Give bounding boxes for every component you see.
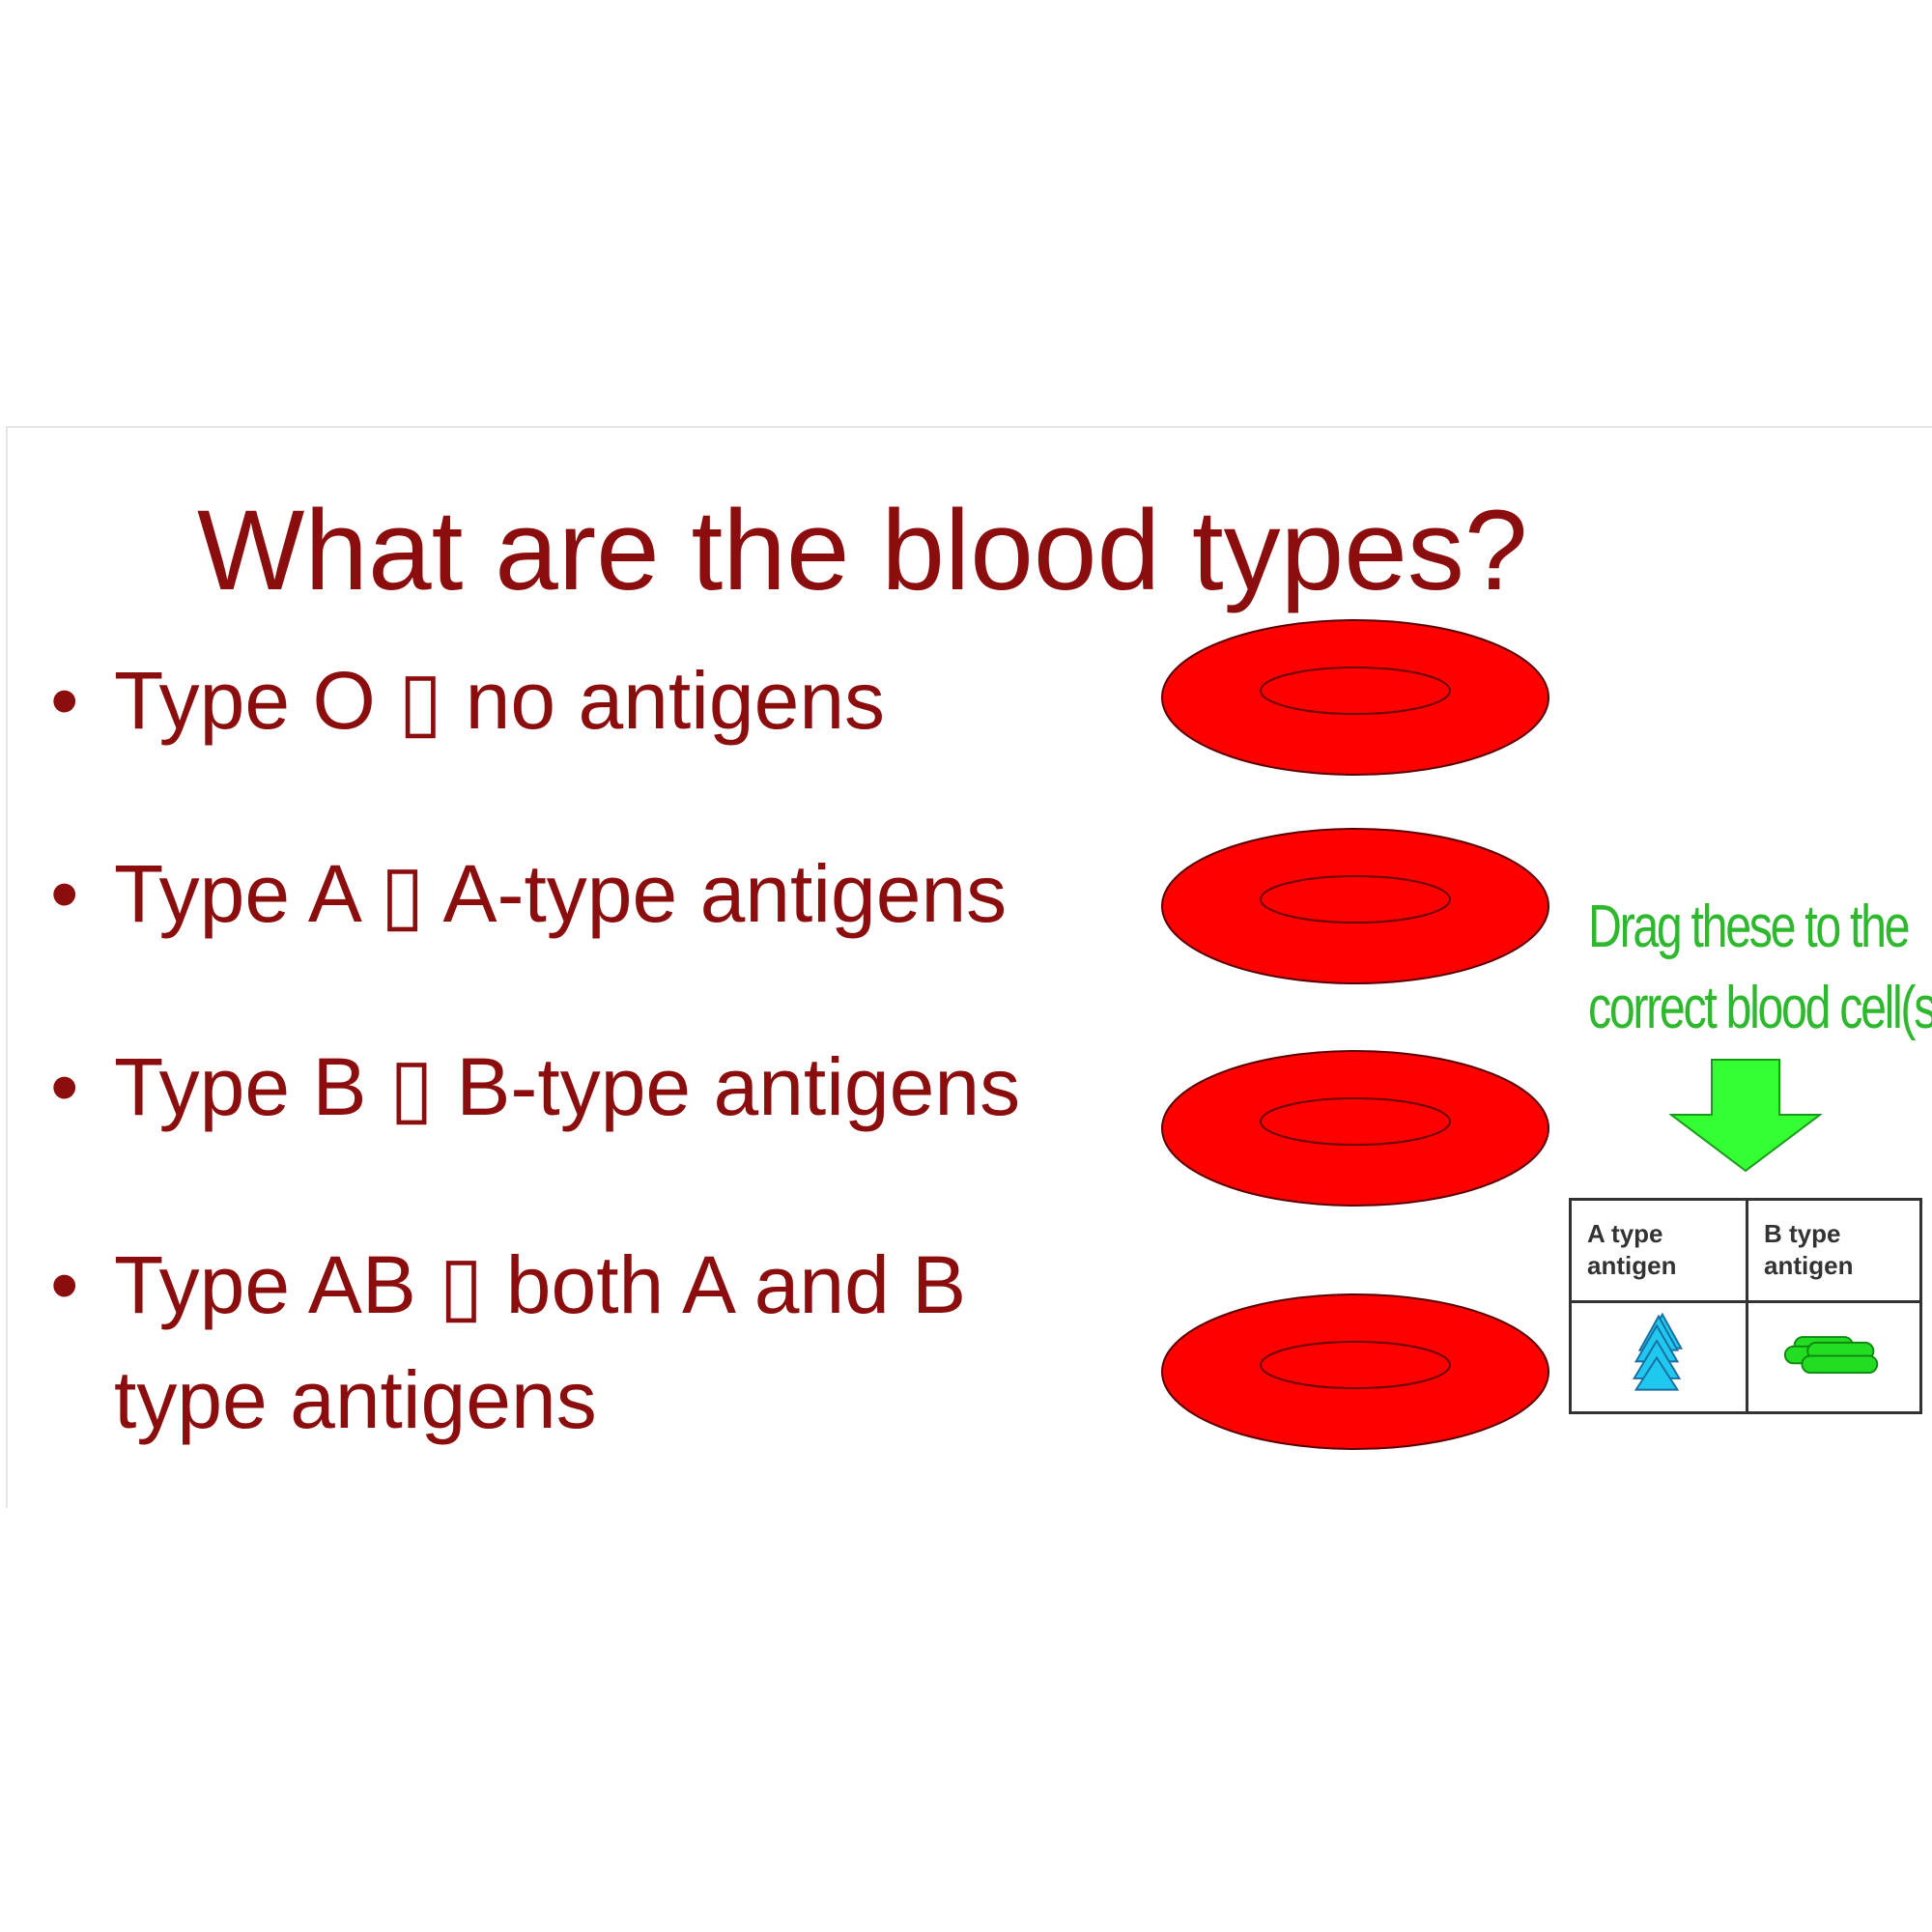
red-blood-cell-icon[interactable] (1161, 619, 1549, 776)
bullet-dot: • (50, 655, 79, 746)
bullet-text: Type AB ▯ both A and B type antigens (114, 1228, 966, 1459)
antigen-palette: A type antigen B type antigen (1569, 1198, 1922, 1414)
slide-canvas (6, 426, 1932, 1508)
b-antigen-slot (1746, 1303, 1919, 1411)
instruction-line: Drag these to the (1588, 894, 1911, 960)
bullet-line: Type O ▯ no antigens (114, 655, 886, 746)
red-blood-cell-icon[interactable] (1161, 1050, 1549, 1207)
red-blood-cell-icon[interactable] (1161, 1293, 1549, 1450)
instruction-line: correct blood cell(s). (1588, 974, 1932, 1041)
bullet-dot: • (50, 848, 79, 939)
bullet-text: Type O ▯ no antigens (114, 648, 885, 753)
a-antigen-header: A type antigen (1572, 1201, 1746, 1303)
green-capsule-stack-icon[interactable] (1748, 1303, 1919, 1411)
bullet-text: Type B ▯ B-type antigens (114, 1035, 1020, 1140)
bullet-line: Type A ▯ A-type antigens (114, 848, 1008, 939)
bullet-line: Type AB ▯ both A and B (114, 1239, 967, 1330)
bullet-text: Type A ▯ A-type antigens (114, 841, 1007, 947)
blue-triangle-stack-icon[interactable] (1572, 1303, 1746, 1411)
bullet-line: type antigens (114, 1354, 597, 1446)
bullet-dot: • (50, 1239, 79, 1330)
b-antigen-header: B type antigen (1746, 1201, 1919, 1303)
drag-instruction: Drag these to the correct blood cell(s). (1588, 887, 1932, 1048)
red-blood-cells (1161, 619, 1549, 1450)
red-blood-cell-icon[interactable] (1161, 828, 1549, 984)
bullet-dot: • (50, 1041, 79, 1132)
green-down-arrow-icon (1669, 1059, 1822, 1173)
a-antigen-label: A type antigen (1587, 1219, 1677, 1280)
a-antigen-slot (1572, 1303, 1746, 1411)
slide-title: What are the blood types? (197, 487, 1528, 614)
bullet-line: Type B ▯ B-type antigens (114, 1041, 1021, 1132)
b-antigen-label: B type antigen (1764, 1219, 1854, 1280)
